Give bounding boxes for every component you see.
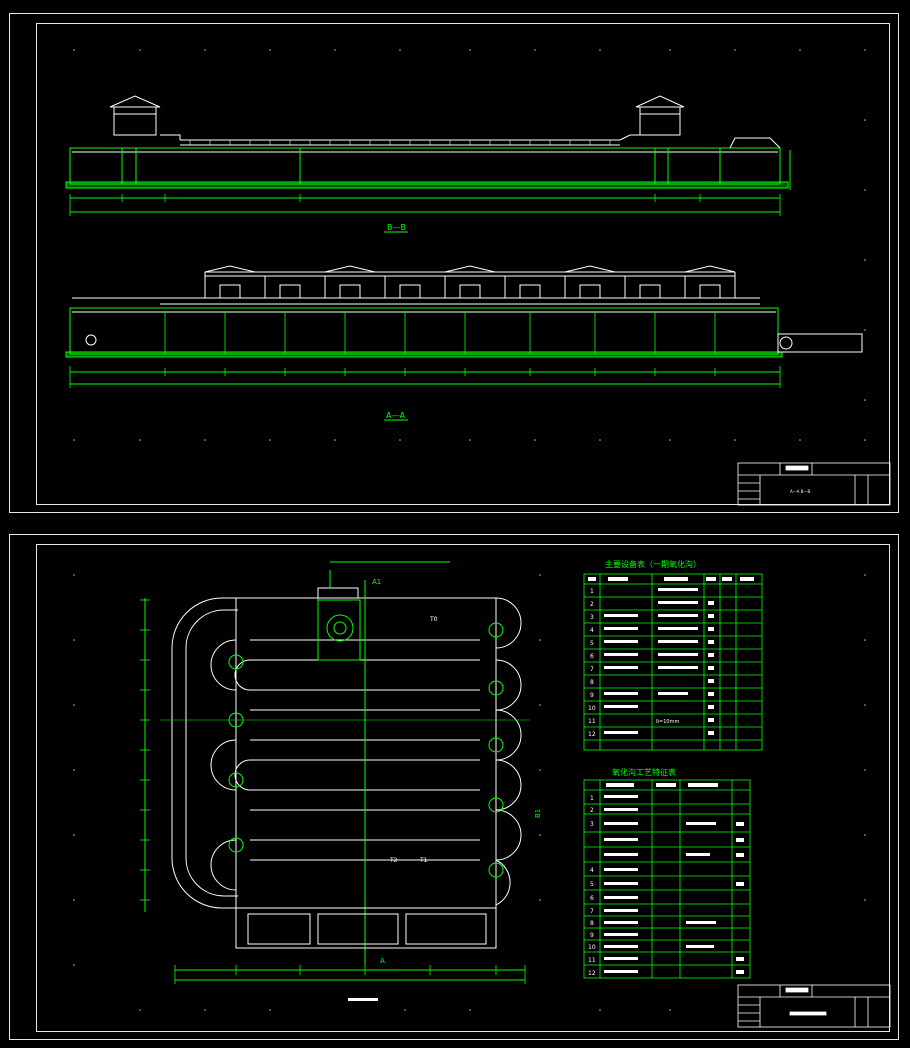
section-b-drawing [65,95,791,216]
left-pavilion [109,95,161,136]
top-drawing-canvas: B—B [65,49,891,506]
top-drawing-sheet [9,13,899,513]
pavilion-row [204,265,736,299]
section-b-title: B—B [387,223,406,232]
grid-dots [73,49,866,441]
top-title-text: A—A B—B [790,489,810,494]
bottom-sheet-border [36,544,890,1032]
bottom-drawing-sheet [9,534,899,1040]
section-a-title: A—A [386,411,405,420]
right-pavilion [635,95,685,136]
top-title-block [737,462,891,506]
section-a-drawing [65,265,863,388]
top-sheet-border [36,23,890,505]
